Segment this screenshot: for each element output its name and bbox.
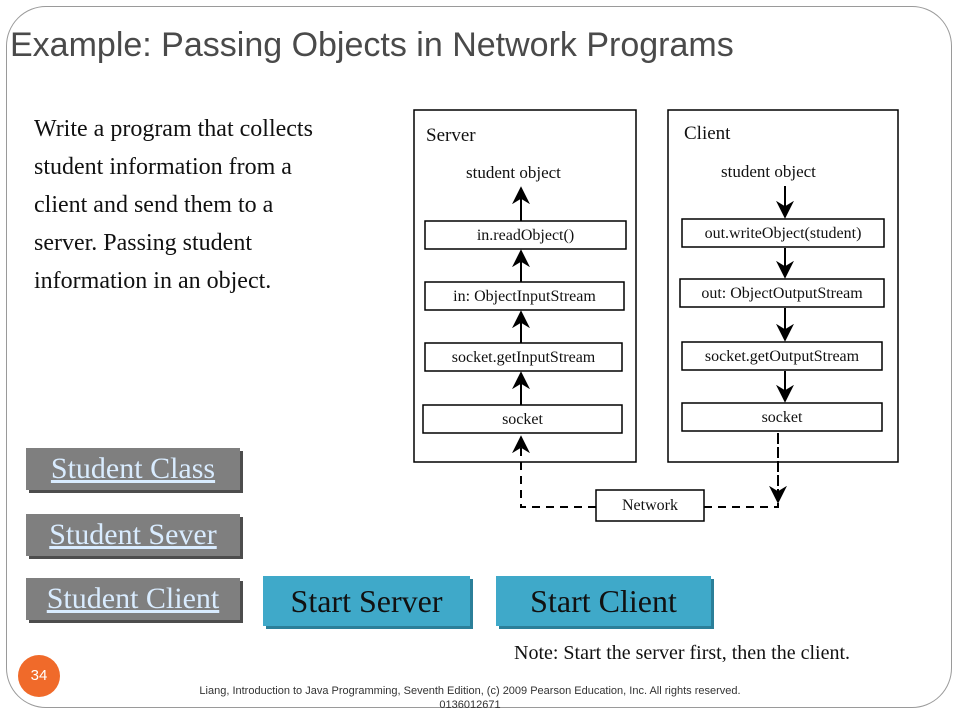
client-box-get-output-stream-label: socket.getOutputStream: [705, 348, 860, 365]
client-box-output-stream-label: out: ObjectOutputStream: [701, 285, 863, 302]
client-box-write-object: [681, 218, 885, 248]
server-object-label: student object: [466, 163, 561, 182]
server-label: Server: [426, 125, 476, 146]
network-to-server-arrow: [512, 435, 596, 508]
start-client-button[interactable]: Start Client: [496, 576, 711, 626]
client-label: Client: [684, 123, 731, 144]
client-box-socket: [681, 402, 883, 432]
client-box-write-object-label: out.writeObject(student): [705, 225, 862, 242]
start-server-button[interactable]: Start Server: [263, 576, 470, 626]
footer-copyright: Liang, Introduction to Java Programming,…: [199, 685, 741, 711]
server-box-read-object-label: in.readObject(): [477, 227, 574, 244]
server-box-get-input-stream: [424, 342, 623, 372]
server-box-read-object: [424, 220, 627, 250]
server-box-input-stream-label: in: ObjectInputStream: [453, 288, 596, 305]
server-box-socket-label: socket: [502, 411, 543, 428]
client-box-socket-label: socket: [762, 409, 803, 426]
network-box: [595, 489, 705, 522]
slide-frame: [6, 6, 952, 708]
client-object-label: student object: [721, 162, 816, 181]
server-box-input-stream: [424, 281, 625, 311]
note-text: Note: Start the server first, then the c…: [514, 642, 851, 664]
server-box-socket: [422, 404, 623, 434]
student-client-link[interactable]: Student Client: [26, 578, 240, 620]
description-text: Write a program that collects student in…: [34, 116, 313, 294]
client-box-get-output-stream: [681, 341, 883, 371]
server-box-get-input-stream-label: socket.getInputStream: [452, 349, 596, 366]
slide-title: Example: Passing Objects in Network Prog…: [10, 26, 734, 64]
client-box-output-stream: [679, 278, 885, 308]
student-sever-link[interactable]: Student Sever: [26, 514, 240, 556]
page-number-badge: 34: [18, 655, 60, 697]
student-class-link[interactable]: Student Class: [26, 448, 240, 490]
network-label: Network: [622, 497, 678, 514]
